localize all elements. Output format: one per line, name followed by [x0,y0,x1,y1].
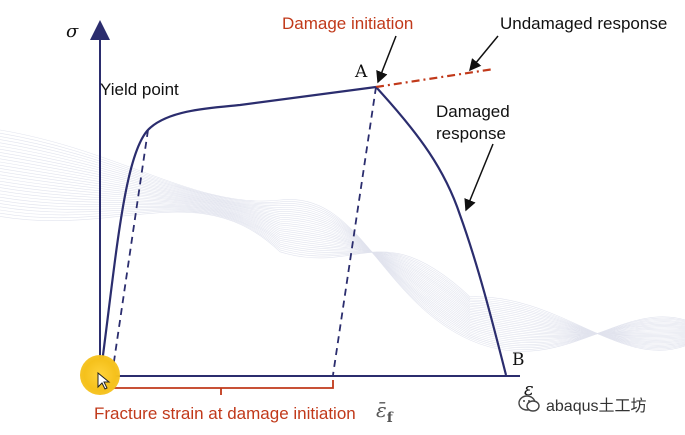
point-a-label: A [355,62,368,82]
background-wave-line [0,196,685,344]
fracture-strain-symbol: ε̄f [376,398,393,426]
fracture-strain-label: Fracture strain at damage initiation [94,404,356,423]
wechat-icon [518,395,540,412]
background-wave-line [0,211,685,351]
background-wave-line [0,164,685,335]
arrow-damage-initiation [376,35,397,84]
background-wave-line [0,206,685,347]
background-wave-line [0,180,685,338]
background-wave-line [0,187,685,340]
mouse-pointer-icon [97,372,111,390]
epsilon-axis-label: ε [524,379,534,400]
undamaged-response-label: Undamaged response [500,14,668,33]
damage-initiation-label: Damage initiation [282,14,414,33]
damaged-response-label-line1: Damaged [436,102,510,121]
undamaged-extension [375,67,495,89]
background-wave-line [0,177,685,336]
background-wave-line [0,203,685,346]
background-wave-line [0,174,685,335]
background-wave-line [0,161,685,336]
yield-point-label: Yield point [100,80,179,99]
background-wave-line [0,190,685,341]
undamaged-curve [98,85,377,379]
damaged-response-label-line2: response [436,124,506,143]
arrow-undamaged-response [469,35,499,72]
damaged-curve [375,86,508,376]
background-wave-line [0,193,685,342]
background-wave-line [0,184,685,339]
sigma-axis-label: σ [66,21,79,42]
background-wave-line [0,200,685,345]
fracture-strain-bracket [108,380,334,395]
background-wave-line [0,209,685,349]
background-wave-line [0,171,685,334]
background-wave-line [0,168,685,334]
unload-line-yield [111,129,149,376]
watermark-text: abaqus土工坊 [546,398,647,415]
point-b-label: B [512,350,525,370]
background-wave-line [0,210,685,350]
arrow-damaged-response [464,143,494,212]
watermark: abaqus土工坊 [518,392,647,416]
unload-line-a [332,86,377,376]
